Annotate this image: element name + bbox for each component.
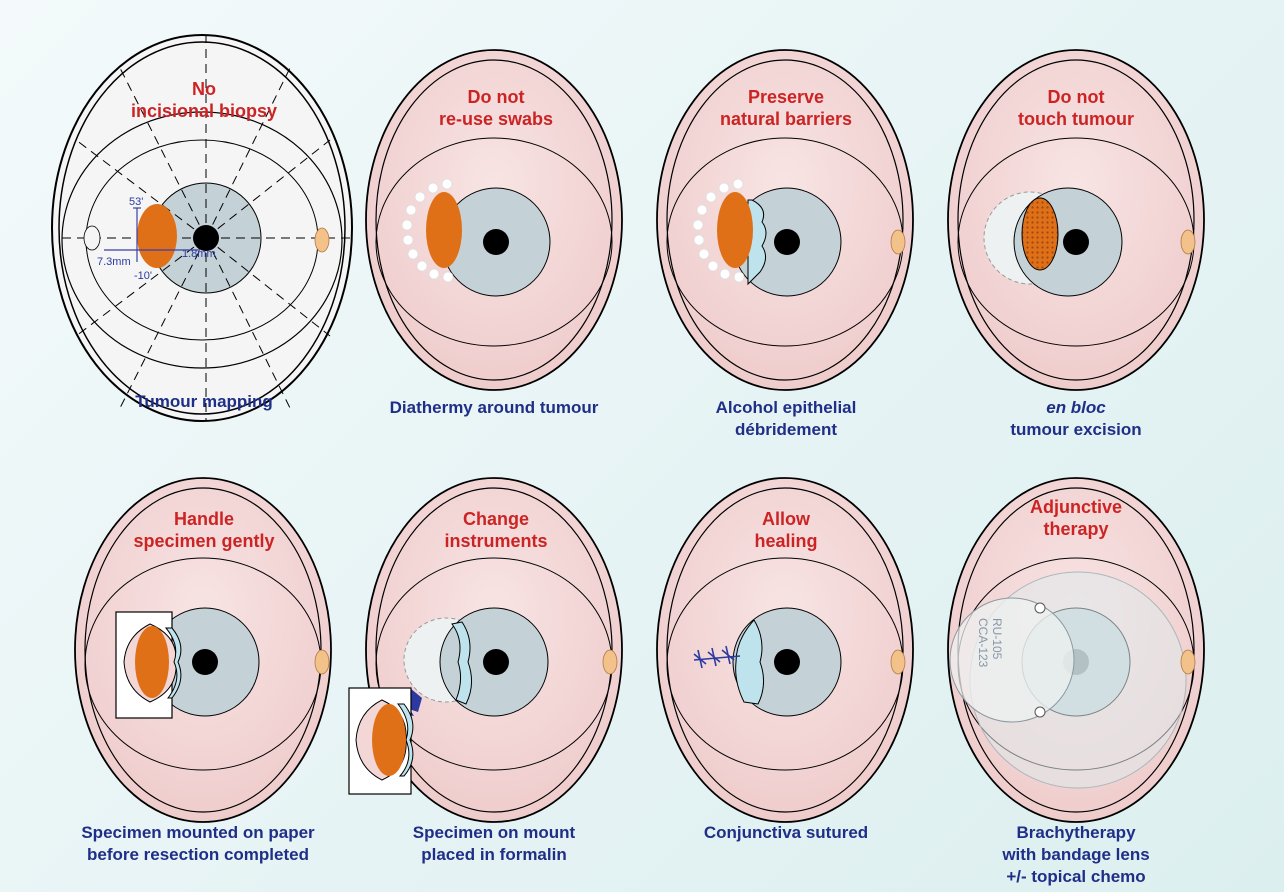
tumour-hatched bbox=[1022, 198, 1058, 270]
caruncle bbox=[315, 228, 329, 252]
tumour bbox=[137, 204, 177, 268]
measure-bottom-angle: -10' bbox=[134, 270, 152, 282]
caption-diathermy: Diathermy around tumour bbox=[344, 397, 644, 419]
caption-sutured: Conjunctiva sutured bbox=[636, 822, 936, 844]
measure-width: 7.3mm bbox=[97, 256, 131, 268]
caption-tumour-mapping: Tumour mapping bbox=[54, 391, 354, 413]
pupil bbox=[483, 229, 509, 255]
brachy-plaque bbox=[950, 598, 1074, 722]
tumour bbox=[426, 192, 462, 268]
measure-top-angle: 53' bbox=[129, 196, 143, 208]
plaque-label-2: CCA-123 bbox=[976, 618, 990, 667]
plaque-label-1: RU-105 bbox=[990, 618, 1004, 659]
measure-depth: 1.8mm bbox=[182, 248, 216, 260]
